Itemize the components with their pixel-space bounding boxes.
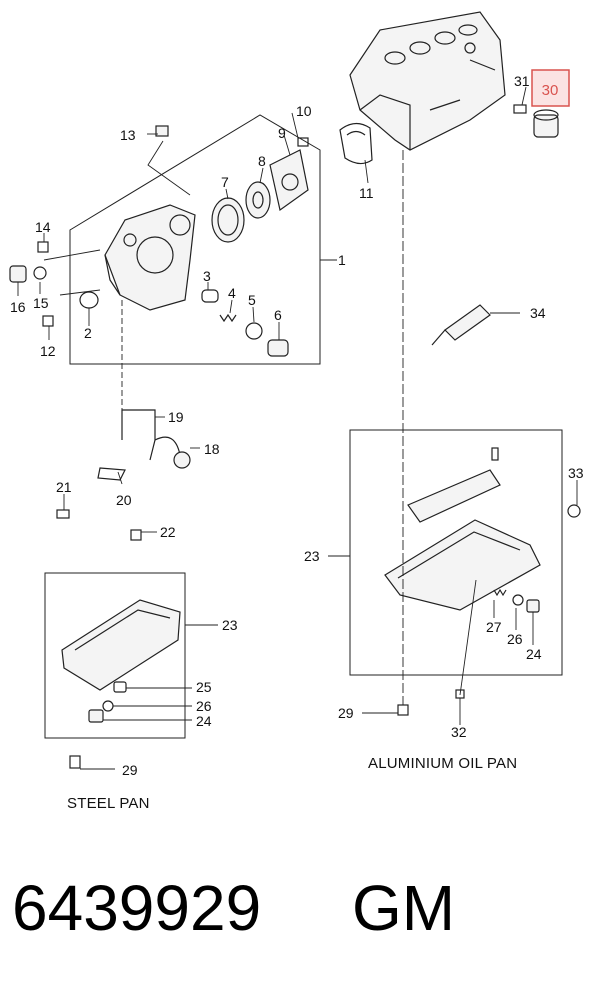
part-15-washer-drawing: [33, 266, 47, 280]
part-14-bolt-drawing: [37, 241, 49, 253]
callout-6: 6: [274, 307, 282, 323]
caption-aluminium-oil-pan: ALUMINIUM OIL PAN: [368, 755, 517, 772]
callout-19: 19: [168, 409, 184, 425]
part-6-plug-drawing: [267, 339, 289, 357]
caption-steel-pan: STEEL PAN: [67, 795, 150, 812]
callout-34: 34: [530, 305, 546, 321]
callout-1: 1: [338, 252, 346, 268]
callout-3: 3: [203, 268, 211, 284]
brand-name: GM: [352, 872, 455, 944]
part-10-bolt-drawing: [297, 137, 309, 147]
part-30-oil-filter-drawing: [533, 109, 559, 138]
leader-lines: [17, 86, 578, 770]
callout-31: 31: [514, 73, 530, 89]
part-16-plug-drawing: [9, 265, 27, 283]
callout-23-aluminium: 23: [304, 548, 320, 564]
oil-pump-housing-drawing: [104, 204, 196, 311]
oil-pump-group-frame: [69, 114, 337, 365]
callout-29-aluminium: 29: [338, 705, 354, 721]
callout-21: 21: [56, 479, 72, 495]
callout-24-aluminium: 24: [526, 646, 542, 662]
part-3-drawing: [201, 289, 219, 303]
callout-10: 10: [296, 103, 312, 119]
callout-11: 11: [359, 185, 374, 201]
callout-30: 30: [542, 82, 559, 99]
callout-2: 2: [84, 325, 92, 341]
callout-27: 27: [486, 619, 502, 635]
callout-18: 18: [204, 441, 220, 457]
callout-12: 12: [40, 343, 56, 359]
callout-25: 25: [196, 679, 212, 695]
part-2-seal-drawing: [79, 291, 99, 309]
callout-9: 9: [278, 125, 286, 141]
callout-26-aluminium: 26: [507, 631, 523, 647]
callout-4: 4: [228, 285, 236, 301]
callout-32: 32: [451, 724, 467, 740]
callout-5: 5: [248, 292, 256, 308]
part-7-gear-drawing: [211, 197, 245, 243]
steel-oil-pan-drawing: [61, 599, 181, 769]
part-12-bolt-drawing: [42, 315, 54, 327]
part-4-spring-drawing: [219, 313, 237, 323]
part-13-bolt-drawing: [155, 125, 169, 137]
part-9-cover-drawing: [269, 149, 309, 212]
callout-16: 16: [10, 299, 26, 315]
callout-30-highlight: 30: [531, 69, 570, 107]
part-5-washer-drawing: [245, 322, 263, 340]
part-34-sealant-tube-drawing: [431, 304, 491, 346]
callout-26-steel: 26: [196, 698, 212, 714]
engine-block-drawing: [349, 11, 506, 151]
callout-7: 7: [221, 174, 229, 190]
part-number: 6439929: [12, 872, 261, 944]
aluminium-pan-group-frame: [349, 429, 563, 676]
callout-8: 8: [258, 153, 266, 169]
callout-29-steel: 29: [122, 762, 138, 778]
part-31-fitting-drawing: [513, 104, 527, 114]
steel-pan-group-frame: [44, 572, 186, 739]
callout-labels: 1 2 3 4 5 6 7 8 9 10 11 12 13 14 15 16 1…: [10, 69, 584, 778]
strainer-pipe-drawing: [56, 300, 191, 541]
callout-15: 15: [33, 295, 49, 311]
callout-33: 33: [568, 465, 584, 481]
callout-13: 13: [120, 127, 136, 143]
part-11-seal-drawing: [339, 122, 373, 165]
callout-24-steel: 24: [196, 713, 212, 729]
callout-22: 22: [160, 524, 176, 540]
part-8-gear-drawing: [245, 181, 271, 219]
aluminium-oil-pan-drawing: [384, 150, 581, 716]
callout-20: 20: [116, 492, 132, 508]
callout-23-steel: 23: [222, 617, 238, 633]
callout-14: 14: [35, 219, 51, 235]
